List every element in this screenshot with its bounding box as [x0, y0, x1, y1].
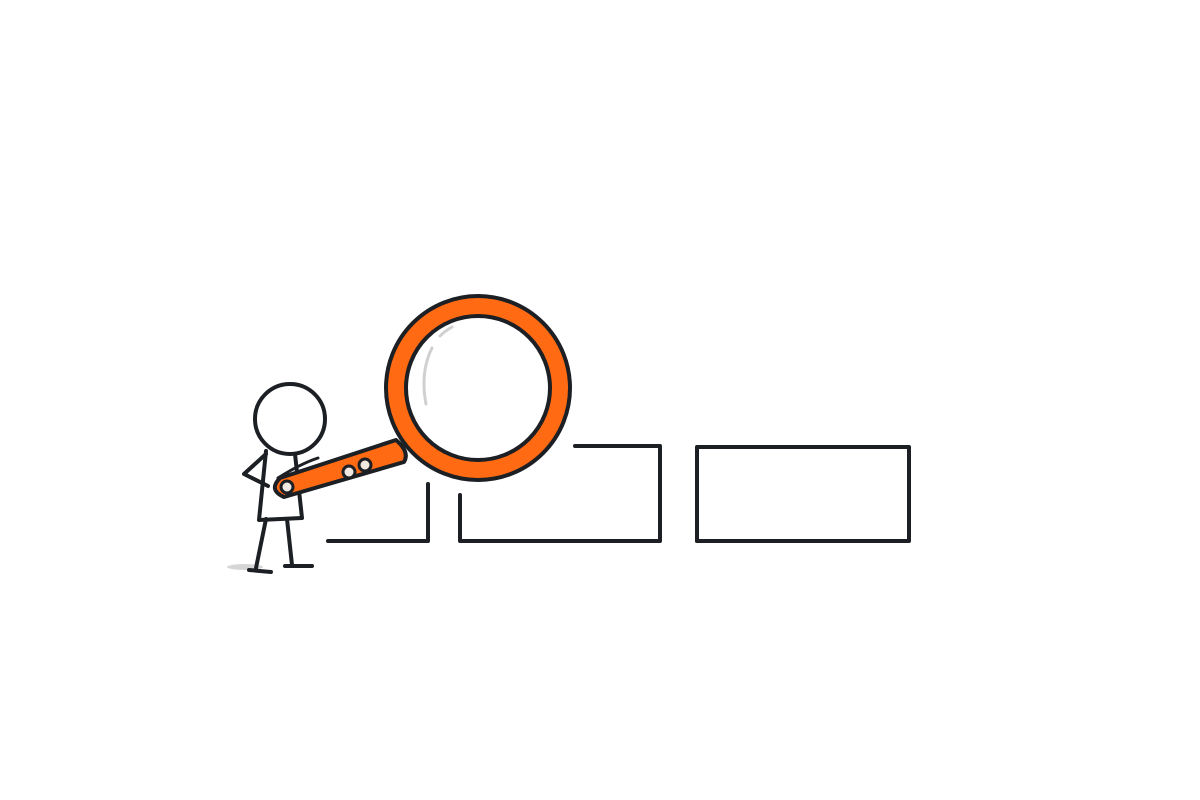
empty-box-icon	[695, 445, 911, 543]
figure-head	[253, 382, 327, 456]
stick-figure-icon	[227, 382, 327, 574]
empty-box-icon	[326, 482, 430, 543]
magnifying-glass-icon	[272, 294, 572, 499]
